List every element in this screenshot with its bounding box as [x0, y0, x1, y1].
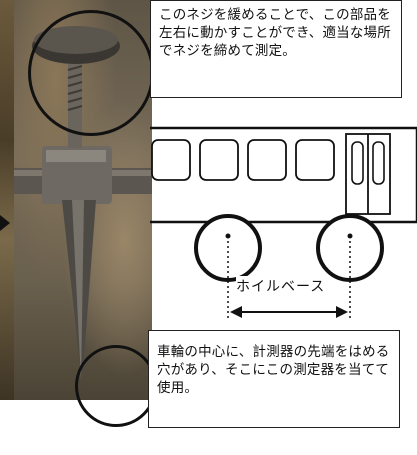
tip-explanation-callout: 車輪の中心に、計測器の先端をはめる穴があり、そこにこの測定器を当てて使用。 — [148, 330, 400, 428]
window-2 — [199, 139, 239, 181]
left-pointer-arrow — [0, 215, 10, 231]
window-1 — [151, 139, 191, 181]
wheelbase-label: ホイルベース — [236, 276, 326, 296]
window-3 — [247, 139, 287, 181]
screw-explanation-callout: このネジを緩めることで、この部品を左右に動かすことができ、適当な場所でネジを締め… — [150, 0, 402, 98]
window-4 — [295, 139, 335, 181]
photo-edge-strip — [0, 0, 14, 400]
